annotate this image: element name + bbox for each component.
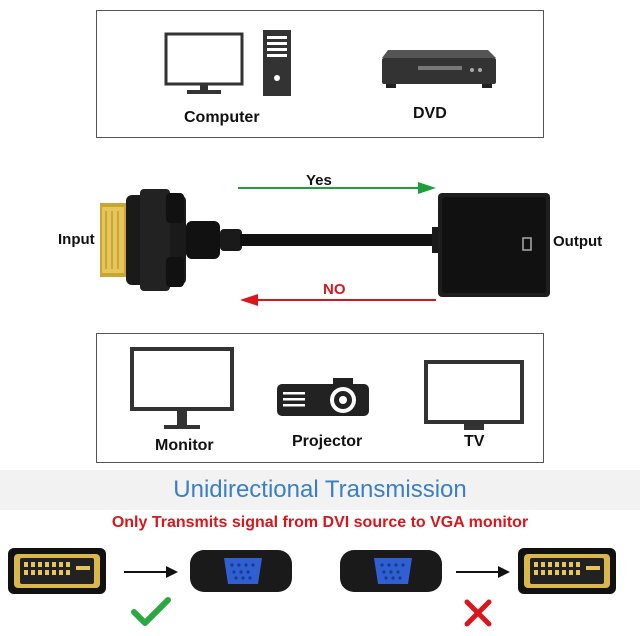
cross-icon xyxy=(464,599,492,627)
caption-title: Unidirectional Transmission xyxy=(173,476,467,503)
dvd-player-icon xyxy=(382,50,496,88)
projector-icon xyxy=(277,378,369,416)
caption-subtitle: Only Transmits signal from DVI source to… xyxy=(111,514,529,531)
computer-icon xyxy=(164,30,291,96)
output-label: Output xyxy=(553,233,603,250)
tv-label: TV xyxy=(464,433,485,450)
check-icon xyxy=(131,597,171,626)
yes-arrow xyxy=(238,182,436,194)
vga-connector-icon-2 xyxy=(340,550,442,592)
dvd-label: DVD xyxy=(413,105,447,122)
tv-icon xyxy=(424,360,524,430)
input-label: Input xyxy=(58,231,95,248)
computer-label: Computer xyxy=(184,109,260,126)
vga-connector-icon xyxy=(190,550,292,592)
dvi-connector-icon-2 xyxy=(518,548,616,594)
caption-band xyxy=(0,470,640,510)
no-arrow xyxy=(240,294,436,306)
dvi-to-vga-adapter xyxy=(100,189,550,297)
yes-label: Yes xyxy=(306,172,332,189)
monitor-icon xyxy=(130,347,234,429)
monitor-label: Monitor xyxy=(155,437,214,454)
right-arrow-icon xyxy=(124,566,178,578)
dvi-connector-icon xyxy=(8,548,106,594)
no-label: NO xyxy=(323,281,346,298)
right-arrow-icon-2 xyxy=(456,566,510,578)
projector-label: Projector xyxy=(292,433,363,450)
